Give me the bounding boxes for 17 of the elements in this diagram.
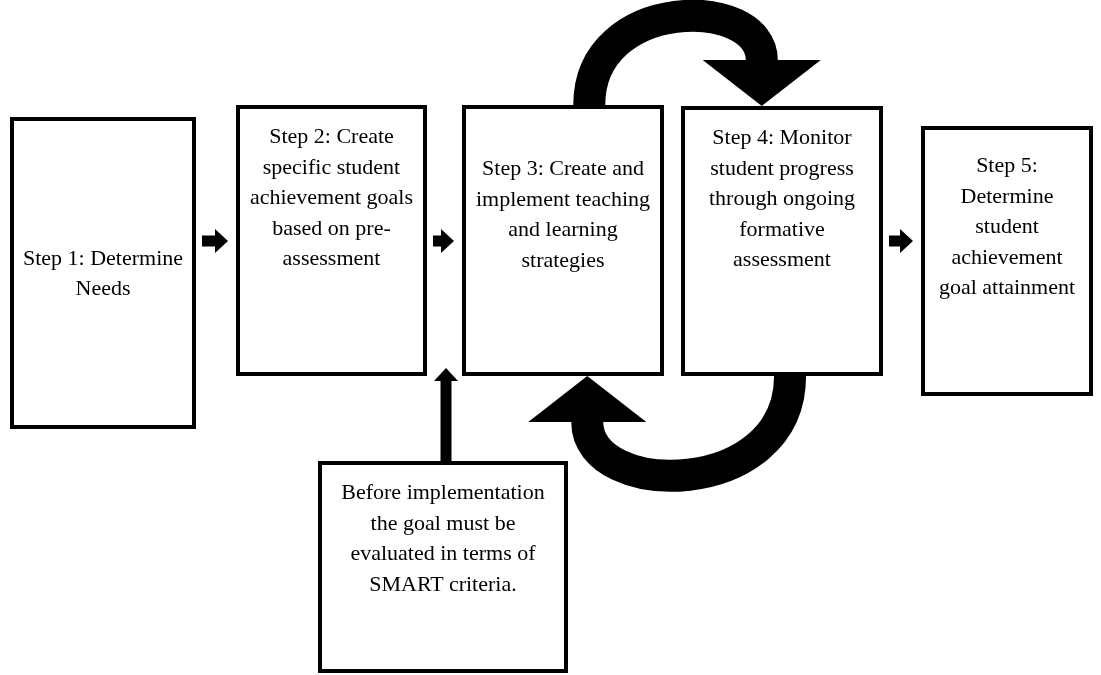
box-text: Step 2: Create specific student achievement goals based on pre-assessment [248,122,415,272]
box-text: Step 3: Create and implement teaching and learning strategies [474,154,652,274]
box-text: Step 5: Determine student achievement goal attainment [937,151,1077,301]
box-text: Before implementation the goal must be evaluated in terms of SMART criteria. [340,478,546,598]
process-box [921,126,1093,396]
arrow [889,229,913,253]
box-text: Step 1: Determine Needs [21,243,185,302]
curved-arrow [529,373,806,492]
arrow [433,229,454,253]
process-box [318,461,568,673]
process-box [10,117,196,429]
process-box [236,105,427,376]
process-box [681,106,883,376]
box-text: Step 4: Monitor student progress through ongoing formative assessment [707,123,857,273]
arrow [434,368,458,461]
process-box [462,105,664,376]
arrow [202,229,228,253]
